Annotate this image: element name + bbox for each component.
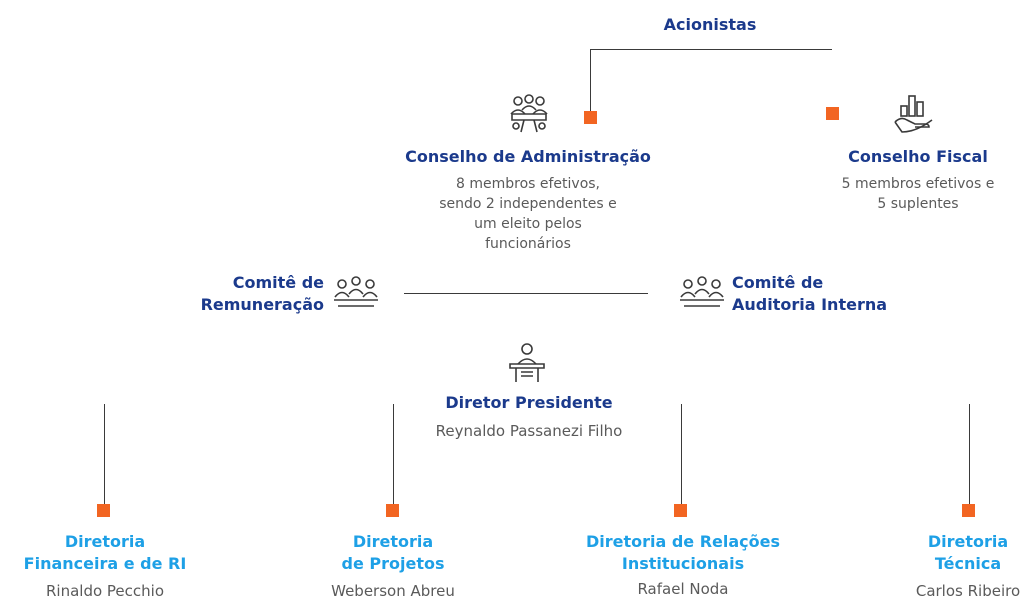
connector-line — [681, 404, 682, 504]
committee-audit: Comitê de Auditoria Interna — [732, 272, 952, 316]
fiscal-title: Conselho Fiscal — [848, 147, 988, 166]
directorate-title-line1: Diretoria — [64, 532, 146, 551]
connector-marker — [584, 111, 597, 124]
committee-remuneration: Comitê de Remuneração — [120, 272, 324, 316]
directorate-title-line2: Institucionais — [621, 554, 745, 573]
directorate-title-line2: de Projetos — [341, 554, 445, 573]
board-description-line: funcionários — [485, 236, 571, 252]
directorate-technical: Diretoria Técnica Carlos Ribeiro — [903, 531, 1033, 602]
directorate-title-line1: Diretoria — [927, 532, 1009, 551]
committee-audit-line1: Comitê de — [732, 273, 824, 292]
directorate-person: Carlos Ribeiro — [915, 582, 1021, 600]
people-group-icon — [332, 276, 380, 310]
committee-remuneration-line2: Remuneração — [200, 295, 324, 314]
hand-chart-icon — [892, 92, 938, 136]
directorate-person: Weberson Abreu — [331, 582, 455, 600]
speaker-podium-icon — [507, 342, 547, 384]
directorate-title-line1: Diretoria — [352, 532, 434, 551]
ceo-title: Diretor Presidente — [445, 393, 613, 412]
directorate-projects: Diretoria de Projetos Weberson Abreu — [290, 531, 496, 602]
board-description: 8 membros efetivos, sendo 2 independente… — [388, 174, 668, 254]
committee-remuneration-line1: Comitê de — [232, 273, 324, 292]
meeting-table-icon — [506, 94, 552, 136]
directorate-person: Rafael Noda — [637, 580, 729, 598]
connector-marker — [962, 504, 975, 517]
fiscal-description-line: 5 suplentes — [877, 196, 959, 212]
directorate-institutional-relations: Diretoria de Relações Institucionais Raf… — [556, 531, 810, 600]
connector-line — [590, 49, 591, 111]
connector-line — [969, 404, 970, 504]
directorate-title-line1: Diretoria de Relações — [585, 532, 781, 551]
people-group-icon — [678, 276, 726, 310]
directorate-person: Rinaldo Pecchio — [45, 582, 164, 600]
directorate-title-line2: Financeira e de RI — [23, 554, 187, 573]
connector-marker — [826, 107, 839, 120]
connector-marker — [386, 504, 399, 517]
directorate-finance: Diretoria Financeira e de RI Rinaldo Pec… — [0, 531, 210, 602]
board-description-line: 8 membros efetivos, — [455, 176, 601, 192]
connector-marker — [674, 504, 687, 517]
ceo-name: Reynaldo Passanezi Filho — [435, 422, 623, 440]
connector-line — [404, 293, 648, 294]
board-description-line: um eleito pelos — [474, 216, 582, 232]
connector-line — [590, 49, 832, 50]
connector-marker — [97, 504, 110, 517]
connector-line — [393, 404, 394, 504]
fiscal-description: 5 membros efetivos e 5 suplentes — [808, 174, 1028, 214]
connector-line — [104, 404, 105, 504]
board-description-line: sendo 2 independentes e — [439, 196, 617, 212]
fiscal-description-line: 5 membros efetivos e — [841, 176, 995, 192]
board-title: Conselho de Administração — [405, 147, 651, 166]
committee-audit-line2: Auditoria Interna — [732, 295, 888, 314]
directorate-title-line2: Técnica — [934, 554, 1002, 573]
shareholders-label: Acionistas — [663, 15, 757, 34]
